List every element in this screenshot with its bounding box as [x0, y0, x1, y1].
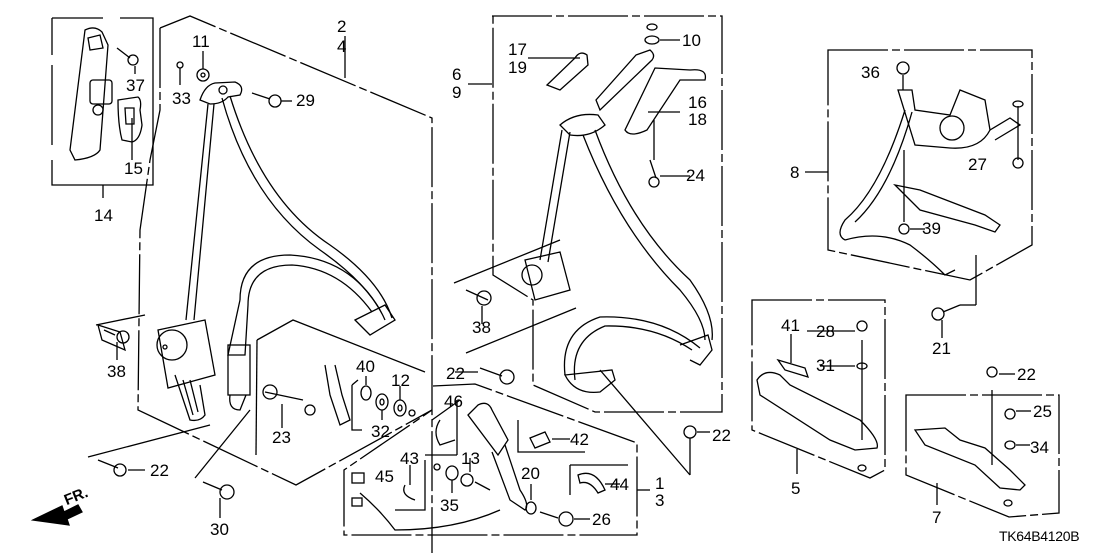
callout-33: 33 [172, 89, 191, 108]
bolt-38a [95, 314, 146, 360]
callout-9: 9 [452, 83, 462, 102]
callout-36: 36 [861, 63, 880, 82]
seat-belt-buckle [351, 400, 628, 531]
group-8-outline [827, 49, 1033, 281]
group-6-9-outline [492, 15, 723, 413]
callout-4: 4 [337, 37, 347, 56]
rear-belt-center [521, 23, 713, 394]
callout-43: 43 [400, 449, 419, 468]
callout-31: 31 [816, 356, 835, 375]
washer-11 [196, 51, 210, 82]
bolt-22c [599, 369, 710, 476]
drawing-code: TK64B4120B [999, 528, 1080, 544]
callout-10: 10 [682, 31, 701, 50]
callout-13: 13 [461, 449, 480, 468]
callout-30: 30 [210, 520, 229, 539]
callout-46: 46 [444, 392, 463, 411]
group-1-3-outline [343, 383, 638, 536]
callout-6: 6 [452, 65, 462, 84]
callout-44: 44 [610, 475, 629, 494]
callout-19: 19 [508, 58, 527, 77]
callout-20: 20 [521, 464, 540, 483]
callout-42: 42 [570, 430, 589, 449]
callout-28: 28 [816, 322, 835, 341]
callout-35: 35 [440, 496, 459, 515]
callout-2: 2 [337, 17, 347, 36]
bolt-22b [455, 367, 515, 385]
callout-18: 18 [688, 110, 707, 129]
callout-37: 37 [126, 76, 145, 95]
group-2-4-outline [137, 15, 433, 553]
callout-22-right-center: 22 [712, 426, 731, 445]
bolt-38b [453, 239, 577, 354]
group-5-outline [751, 299, 886, 479]
callout-40: 40 [356, 357, 375, 376]
callout-24: 24 [686, 166, 705, 185]
group-7-outline [905, 394, 1060, 518]
callout-12: 12 [391, 371, 410, 390]
callout-14: 14 [94, 206, 113, 225]
callout-32: 32 [371, 422, 390, 441]
callout-39: 39 [922, 219, 941, 238]
callout-29: 29 [296, 91, 315, 110]
buckle-assembly-5 [756, 320, 879, 472]
rear-retractor-assembly [839, 61, 1024, 338]
callout-8: 8 [790, 163, 800, 182]
callout-11: 11 [192, 32, 210, 51]
callout-3: 3 [655, 491, 665, 510]
callout-7: 7 [932, 508, 942, 527]
callout-23: 23 [272, 428, 291, 447]
callout-16: 16 [688, 93, 707, 112]
callout-34: 34 [1030, 438, 1049, 457]
callout-1: 1 [655, 474, 665, 493]
callout-45: 45 [375, 467, 394, 486]
group-14-box [51, 17, 154, 198]
callout-17: 17 [508, 40, 527, 59]
callout-15: 15 [124, 159, 143, 178]
callout-41: 41 [781, 316, 800, 335]
callout-26: 26 [592, 510, 611, 529]
front-belt-left [156, 81, 396, 422]
bolt-30 [194, 409, 251, 518]
callout-25: 25 [1033, 402, 1052, 421]
callout-5: 5 [791, 479, 801, 498]
pillar-anchor-cover [69, 27, 143, 161]
bolt-29 [251, 92, 292, 108]
washer-33 [176, 61, 184, 85]
callout-38-center: 38 [472, 318, 491, 337]
callout-22-center: 22 [446, 364, 465, 383]
front-direction-arrow-icon [30, 504, 83, 526]
anchor-hardware-box [255, 319, 461, 456]
callout-22-left: 22 [150, 461, 169, 480]
callout-22-right: 22 [1017, 365, 1036, 384]
callout-38-left: 38 [107, 362, 126, 381]
callout-27: 27 [968, 155, 987, 174]
bolt-22a [87, 424, 211, 477]
buckle-assembly-7 [913, 366, 1031, 507]
callout-21: 21 [932, 339, 951, 358]
